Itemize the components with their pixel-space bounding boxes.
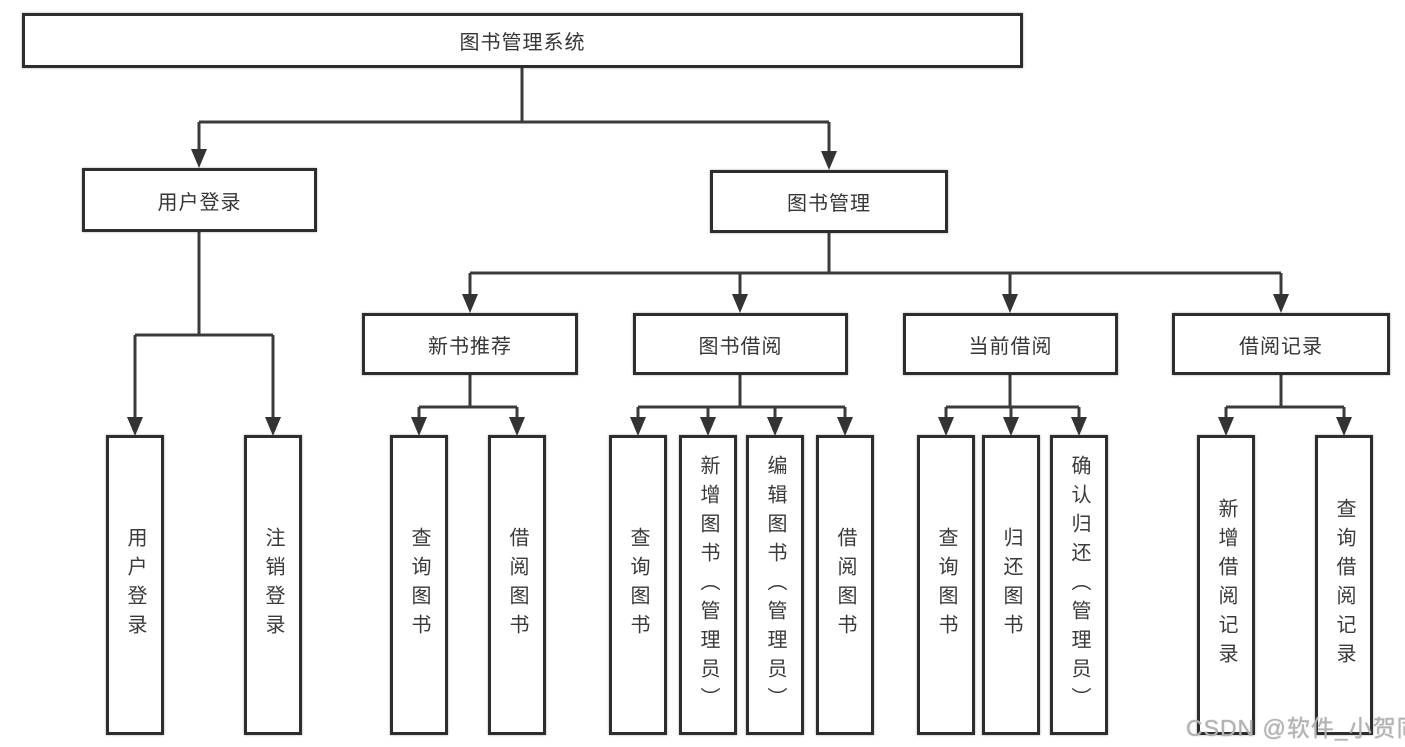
leaf-query-borrow-record: 查询借阅记录 bbox=[1315, 435, 1373, 735]
node-label: 当前借阅 bbox=[968, 335, 1053, 358]
node-label: 新书推荐 bbox=[428, 335, 512, 358]
leaf-label: 确认归还（管理员） bbox=[1068, 454, 1090, 716]
node-book-borrowing: 图书借阅 bbox=[633, 313, 848, 375]
leaf-label: 新增图书（管理员） bbox=[697, 454, 719, 716]
leaf-label: 借阅图书 bbox=[506, 527, 528, 643]
node-current-borrowing: 当前借阅 bbox=[903, 313, 1118, 375]
arrow-down-icon bbox=[127, 417, 143, 436]
arrow-down-icon bbox=[411, 417, 427, 436]
node-label: 借阅记录 bbox=[1239, 335, 1323, 358]
leaf-return-books: 归还图书 bbox=[982, 435, 1040, 735]
arrow-down-icon bbox=[630, 417, 646, 436]
arrow-down-icon bbox=[1003, 417, 1019, 436]
leaf-user-login: 用户登录 bbox=[106, 435, 164, 735]
leaf-label: 查询借阅记录 bbox=[1333, 498, 1355, 672]
arrow-down-icon bbox=[191, 149, 207, 168]
node-label: 图书管理系统 bbox=[459, 32, 586, 54]
node-root-system: 图书管理系统 bbox=[22, 13, 1023, 68]
leaf-label: 查询图书 bbox=[935, 527, 957, 643]
arrow-down-icon bbox=[1336, 417, 1352, 436]
leaf-label: 查询图书 bbox=[408, 527, 430, 643]
node-borrowing-records: 借阅记录 bbox=[1172, 313, 1390, 375]
leaf-borrow-books: 借阅图书 bbox=[488, 435, 546, 735]
watermark: CSDN @软件_小贺同学 bbox=[1186, 715, 1405, 741]
arrow-down-icon bbox=[265, 417, 281, 436]
leaf-logout: 注销登录 bbox=[244, 435, 302, 735]
leaf-confirm-return-admin: 确认归还（管理员） bbox=[1050, 435, 1108, 735]
arrow-down-icon bbox=[821, 151, 837, 170]
node-book-management: 图书管理 bbox=[710, 170, 948, 233]
arrow-down-icon bbox=[700, 417, 716, 436]
leaf-borrow-books: 借阅图书 bbox=[816, 435, 874, 735]
node-new-book-recommend: 新书推荐 bbox=[362, 313, 578, 375]
leaf-label: 归还图书 bbox=[1000, 527, 1022, 643]
arrow-down-icon bbox=[1002, 294, 1018, 313]
leaf-add-books-admin: 新增图书（管理员） bbox=[679, 435, 737, 735]
leaf-query-books: 查询图书 bbox=[390, 435, 448, 735]
arrow-down-icon bbox=[767, 417, 783, 436]
node-label: 用户登录 bbox=[157, 191, 242, 214]
leaf-label: 查询图书 bbox=[627, 527, 649, 643]
leaf-label: 编辑图书（管理员） bbox=[764, 454, 786, 716]
arrowhead-icons bbox=[127, 149, 1352, 436]
leaf-label: 借阅图书 bbox=[834, 527, 856, 643]
connector-paths bbox=[133, 68, 1346, 420]
leaf-query-books: 查询图书 bbox=[917, 435, 975, 735]
node-label: 图书借阅 bbox=[698, 335, 783, 358]
leaf-query-books: 查询图书 bbox=[609, 435, 667, 735]
arrow-down-icon bbox=[509, 417, 525, 436]
leaf-label: 用户登录 bbox=[124, 527, 146, 643]
leaf-edit-books-admin: 编辑图书（管理员） bbox=[746, 435, 804, 735]
arrow-down-icon bbox=[732, 294, 748, 313]
leaf-label: 注销登录 bbox=[262, 527, 284, 643]
leaf-label: 新增借阅记录 bbox=[1215, 498, 1237, 672]
arrow-down-icon bbox=[938, 417, 954, 436]
arrow-down-icon bbox=[1273, 294, 1289, 313]
arrow-down-icon bbox=[1071, 417, 1087, 436]
node-user-login: 用户登录 bbox=[82, 168, 317, 232]
node-label: 图书管理 bbox=[787, 193, 871, 215]
leaf-add-borrow-record: 新增借阅记录 bbox=[1197, 435, 1255, 735]
arrow-down-icon bbox=[837, 417, 853, 436]
arrow-down-icon bbox=[462, 294, 478, 313]
arrow-down-icon bbox=[1218, 417, 1234, 436]
